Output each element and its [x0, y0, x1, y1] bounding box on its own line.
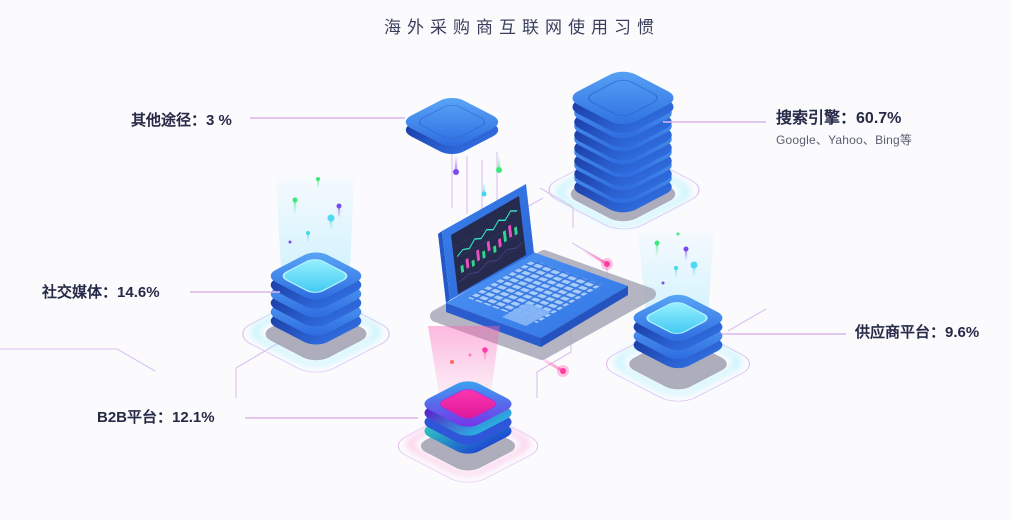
callout-label: 供应商平台 — [855, 324, 931, 341]
callout-label: B2B平台 — [97, 409, 158, 426]
data-drip-lines — [451, 150, 498, 218]
callout-value: 60.7% — [856, 110, 902, 127]
laptop-screen-chart — [454, 209, 523, 283]
callout-supplier-platform: 供应商平台：9.6% — [855, 321, 979, 342]
callout-label: 其他途径 — [131, 112, 192, 129]
callout-separator: ： — [191, 112, 207, 129]
laptop-trackpad — [502, 303, 551, 326]
b2b-platform-illustration — [387, 326, 549, 489]
callout-detail: Google、Yahoo、Bing等 — [776, 133, 913, 147]
page-title: 海外采购商互联网使用习惯 — [384, 18, 660, 37]
callout-label: 社交媒体 — [42, 284, 103, 301]
supplier-platform-illustration — [595, 232, 761, 408]
callout-social-media: 社交媒体：14.6% — [42, 281, 160, 302]
callout-value: 9.6% — [945, 324, 980, 341]
callout-value: 3 % — [206, 112, 232, 129]
callout-separator: ： — [102, 284, 118, 301]
other-channels-tile-illustration — [398, 94, 506, 218]
callout-b2b-platform: B2B平台：12.1% — [97, 406, 215, 427]
callout-connector-lines — [190, 117, 846, 419]
callout-other-channels: 其他途径：3 % — [131, 109, 232, 130]
callout-label: 搜索引擎 — [776, 110, 841, 127]
callout-value: 12.1% — [172, 409, 215, 426]
callout-separator: ： — [840, 110, 857, 127]
search-engine-tower-illustration — [537, 67, 711, 236]
callout-value: 14.6% — [117, 284, 160, 301]
callout-separator: ： — [157, 409, 173, 426]
social-media-platform-illustration — [231, 177, 401, 379]
callout-search-engine: 搜索引擎：60.7% Google、Yahoo、Bing等 — [776, 104, 912, 148]
callout-separator: ： — [930, 324, 946, 341]
